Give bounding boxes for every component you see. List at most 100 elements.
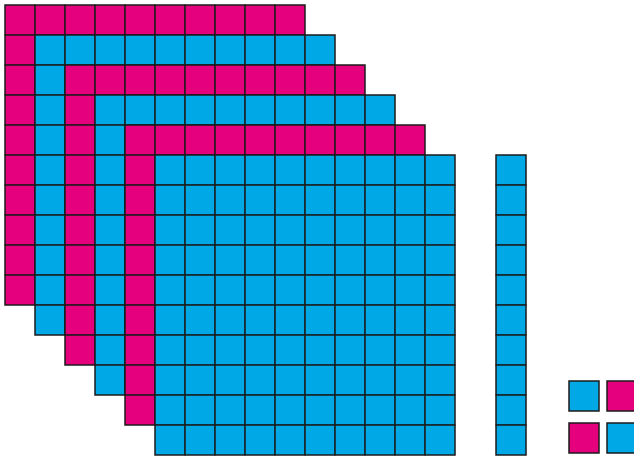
grid-cell (215, 95, 245, 125)
grid-cell (65, 245, 95, 275)
grid-cell (425, 335, 455, 365)
grid-cell (5, 215, 35, 245)
grid-cell (65, 305, 95, 335)
grid-cell (65, 275, 95, 305)
grid-cell (215, 215, 245, 245)
grid-cell (395, 395, 425, 425)
rod-cell (496, 365, 526, 395)
grid-cell (95, 275, 125, 305)
grid-cell (95, 65, 125, 95)
grid-cell (215, 275, 245, 305)
grid-cell (35, 65, 65, 95)
grid-cell (425, 215, 455, 245)
grid-cell (125, 275, 155, 305)
grid-cell (335, 245, 365, 275)
grid-cell (185, 95, 215, 125)
grid-cell (155, 335, 185, 365)
grid-cell (185, 125, 215, 155)
grid-cell (275, 245, 305, 275)
grid-cell (5, 245, 35, 275)
grid-cell (335, 425, 365, 455)
grid-cell (335, 125, 365, 155)
grid-cell (365, 305, 395, 335)
grid-cell (125, 215, 155, 245)
grid-cell (275, 275, 305, 305)
grid-cell (155, 395, 185, 425)
grid-cell (275, 35, 305, 65)
grid-cell (125, 245, 155, 275)
grid-cell (395, 425, 425, 455)
grid-cell (155, 425, 185, 455)
grid-cell (215, 155, 245, 185)
grid-cell (65, 155, 95, 185)
grid-cell (365, 335, 395, 365)
grid-cell (185, 365, 215, 395)
grid-cell (335, 275, 365, 305)
grid-cell (155, 155, 185, 185)
grid-cell (365, 95, 395, 125)
grid-cell (275, 305, 305, 335)
grid-cell (425, 185, 455, 215)
grid-cell (245, 35, 275, 65)
grid-cell (305, 425, 335, 455)
grid-cell (215, 5, 245, 35)
grid-cell (125, 65, 155, 95)
grid-cell (275, 65, 305, 95)
grid-cell (185, 335, 215, 365)
rod-cell (496, 335, 526, 365)
rod-cell (496, 215, 526, 245)
grid-cell (305, 95, 335, 125)
grid-cell (35, 95, 65, 125)
grid-cell (125, 35, 155, 65)
unit-cube (569, 381, 599, 411)
grid-cell (155, 365, 185, 395)
grid-cell (275, 155, 305, 185)
grid-cell (335, 65, 365, 95)
grid-cell (185, 35, 215, 65)
grid-cell (95, 245, 125, 275)
grid-cell (335, 95, 365, 125)
grid-cell (215, 425, 245, 455)
grid-cell (365, 395, 395, 425)
grid-cell (5, 95, 35, 125)
grid-cell (185, 155, 215, 185)
grid-cell (215, 395, 245, 425)
grid-cell (335, 335, 365, 365)
grid-cell (215, 125, 245, 155)
grid-cell (215, 245, 245, 275)
grid-cell (245, 275, 275, 305)
grid-cell (125, 185, 155, 215)
grid-cell (35, 245, 65, 275)
grid-cell (5, 5, 35, 35)
grid-cell (275, 5, 305, 35)
grid-cell (185, 305, 215, 335)
grid-cell (215, 335, 245, 365)
grid-cell (275, 215, 305, 245)
grid-cell (245, 395, 275, 425)
hundred-square-6 (155, 155, 455, 455)
grid-cell (275, 425, 305, 455)
grid-cell (155, 5, 185, 35)
grid-cell (395, 275, 425, 305)
rod-cell (496, 245, 526, 275)
grid-cell (365, 185, 395, 215)
grid-cell (275, 395, 305, 425)
grid-cell (305, 65, 335, 95)
hundred-squares-stack (5, 5, 455, 455)
grid-cell (425, 425, 455, 455)
grid-cell (245, 245, 275, 275)
grid-cell (245, 215, 275, 245)
grid-cell (365, 155, 395, 185)
grid-cell (65, 125, 95, 155)
grid-cell (425, 365, 455, 395)
grid-cell (155, 185, 185, 215)
grid-cell (275, 335, 305, 365)
grid-cell (395, 185, 425, 215)
grid-cell (425, 305, 455, 335)
grid-cell (305, 215, 335, 245)
grid-cell (365, 125, 395, 155)
grid-cell (305, 275, 335, 305)
grid-cell (215, 185, 245, 215)
grid-cell (125, 305, 155, 335)
